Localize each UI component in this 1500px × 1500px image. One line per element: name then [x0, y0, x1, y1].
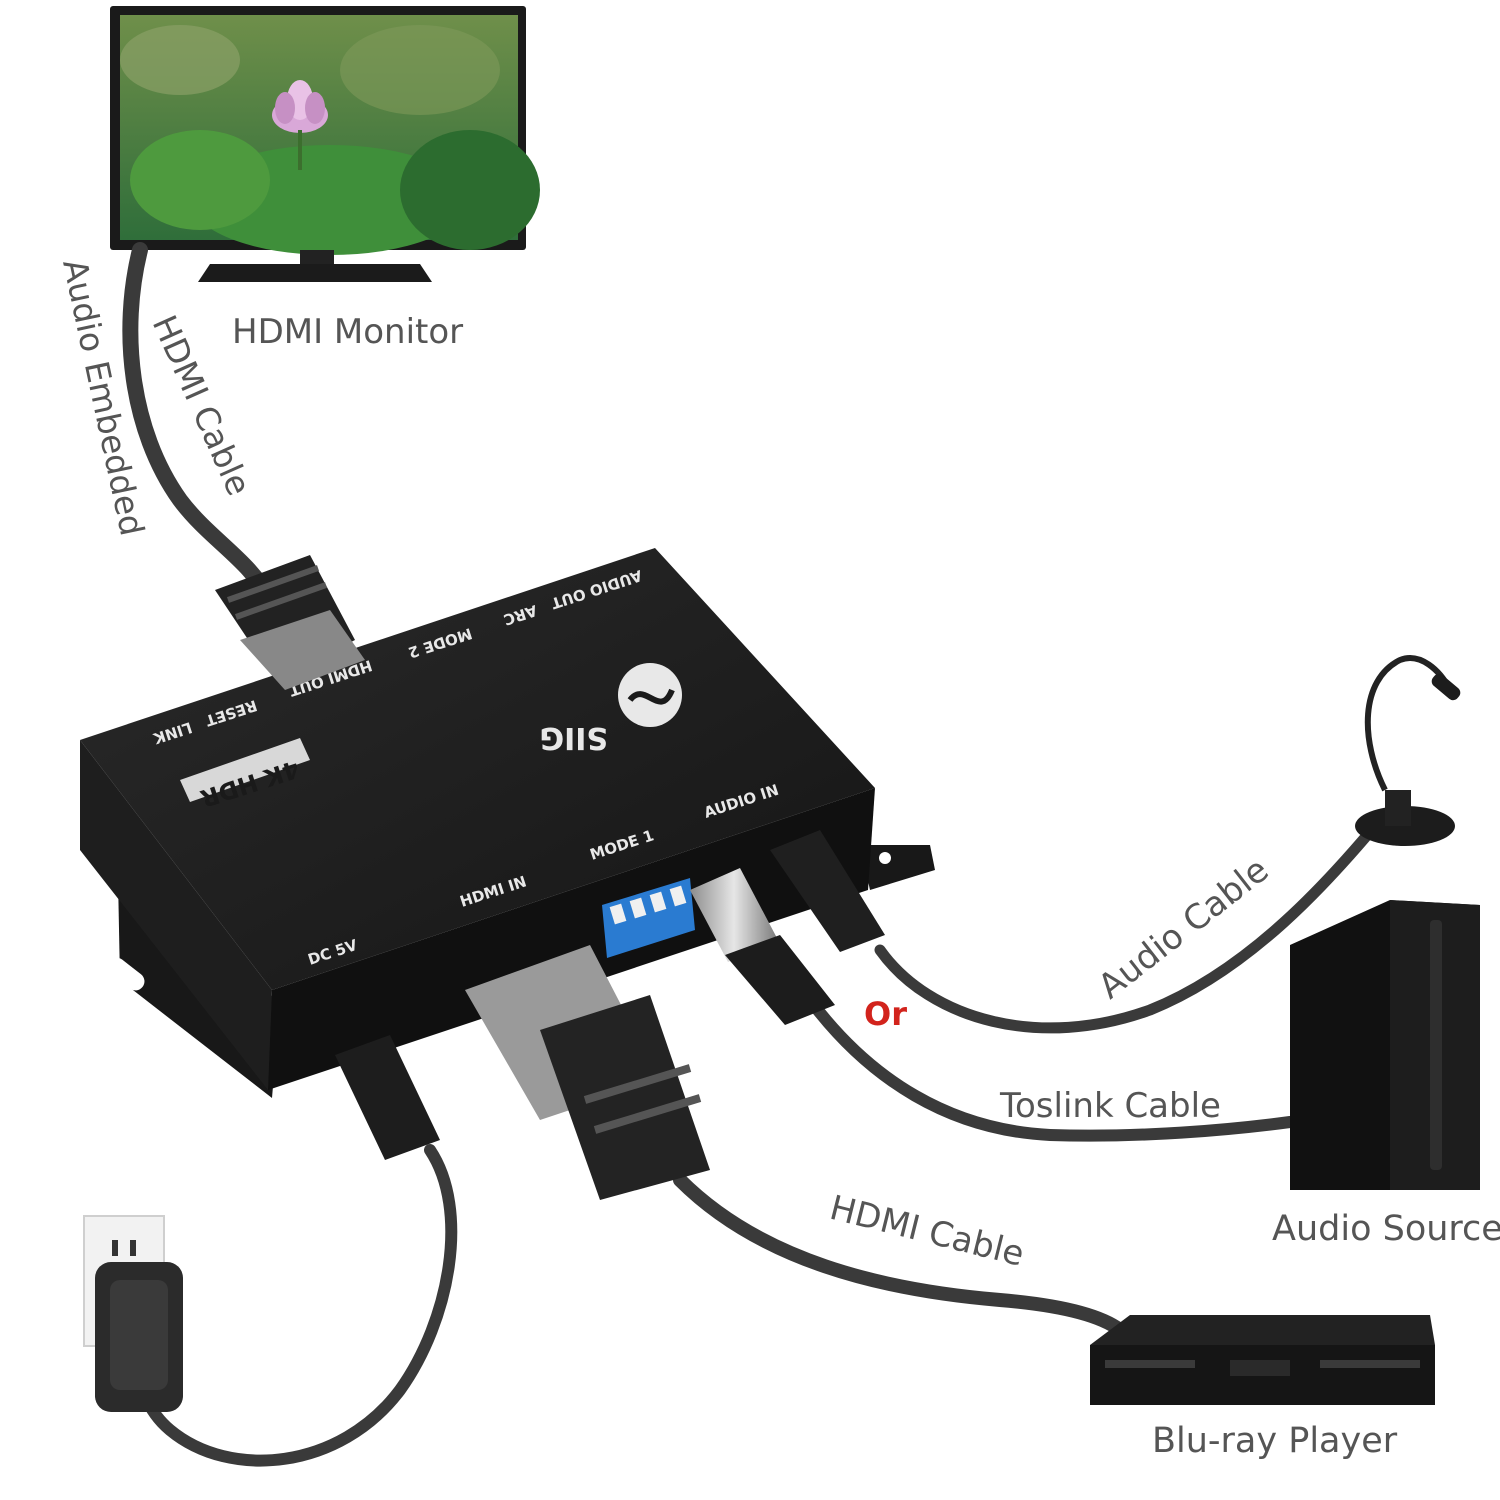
- dc-power-plug: [335, 1035, 440, 1160]
- label-hdmi-monitor: HDMI Monitor: [232, 312, 463, 352]
- gooseneck-microphone: [1355, 655, 1461, 846]
- label-audio-cable: Audio Cable: [1091, 850, 1276, 1007]
- hdmi-out-plug: [215, 555, 365, 690]
- hdmi-cable-top: [122, 242, 278, 608]
- toslink-plug: [690, 868, 835, 1025]
- power-cable: [131, 1144, 458, 1467]
- audio-in-plug: [770, 830, 885, 952]
- hdmi-cable-bottom: [673, 1173, 1127, 1337]
- hdmi-audio-extractor: SIIG 4K HDR AUDIO OUT ARC MODE 2 HDMI OU…: [80, 548, 935, 1098]
- label-hdmi-cable-bottom: HDMI Cable: [826, 1188, 1028, 1275]
- bluray-player: [1090, 1315, 1435, 1405]
- toslink-cable: [804, 994, 1296, 1142]
- cables: [122, 242, 1386, 1467]
- mode-1-dip-switch[interactable]: [602, 878, 695, 958]
- audio-cable: [874, 814, 1386, 1034]
- hdmi-in-plug: [465, 945, 710, 1200]
- power-adapter: [83, 1215, 183, 1412]
- label-or: Or: [864, 995, 907, 1033]
- audio-source-pc: [1290, 900, 1480, 1190]
- svg-text:SIIG: SIIG: [539, 720, 608, 755]
- siig-logo: SIIG: [539, 663, 682, 755]
- hdmi-monitor: [110, 6, 540, 282]
- label-audio-source: Audio Source: [1272, 1209, 1500, 1249]
- lotus-flower: [272, 80, 328, 170]
- label-toslink-cable: Toslink Cable: [999, 1086, 1221, 1126]
- label-bluray-player: Blu-ray Player: [1152, 1421, 1398, 1461]
